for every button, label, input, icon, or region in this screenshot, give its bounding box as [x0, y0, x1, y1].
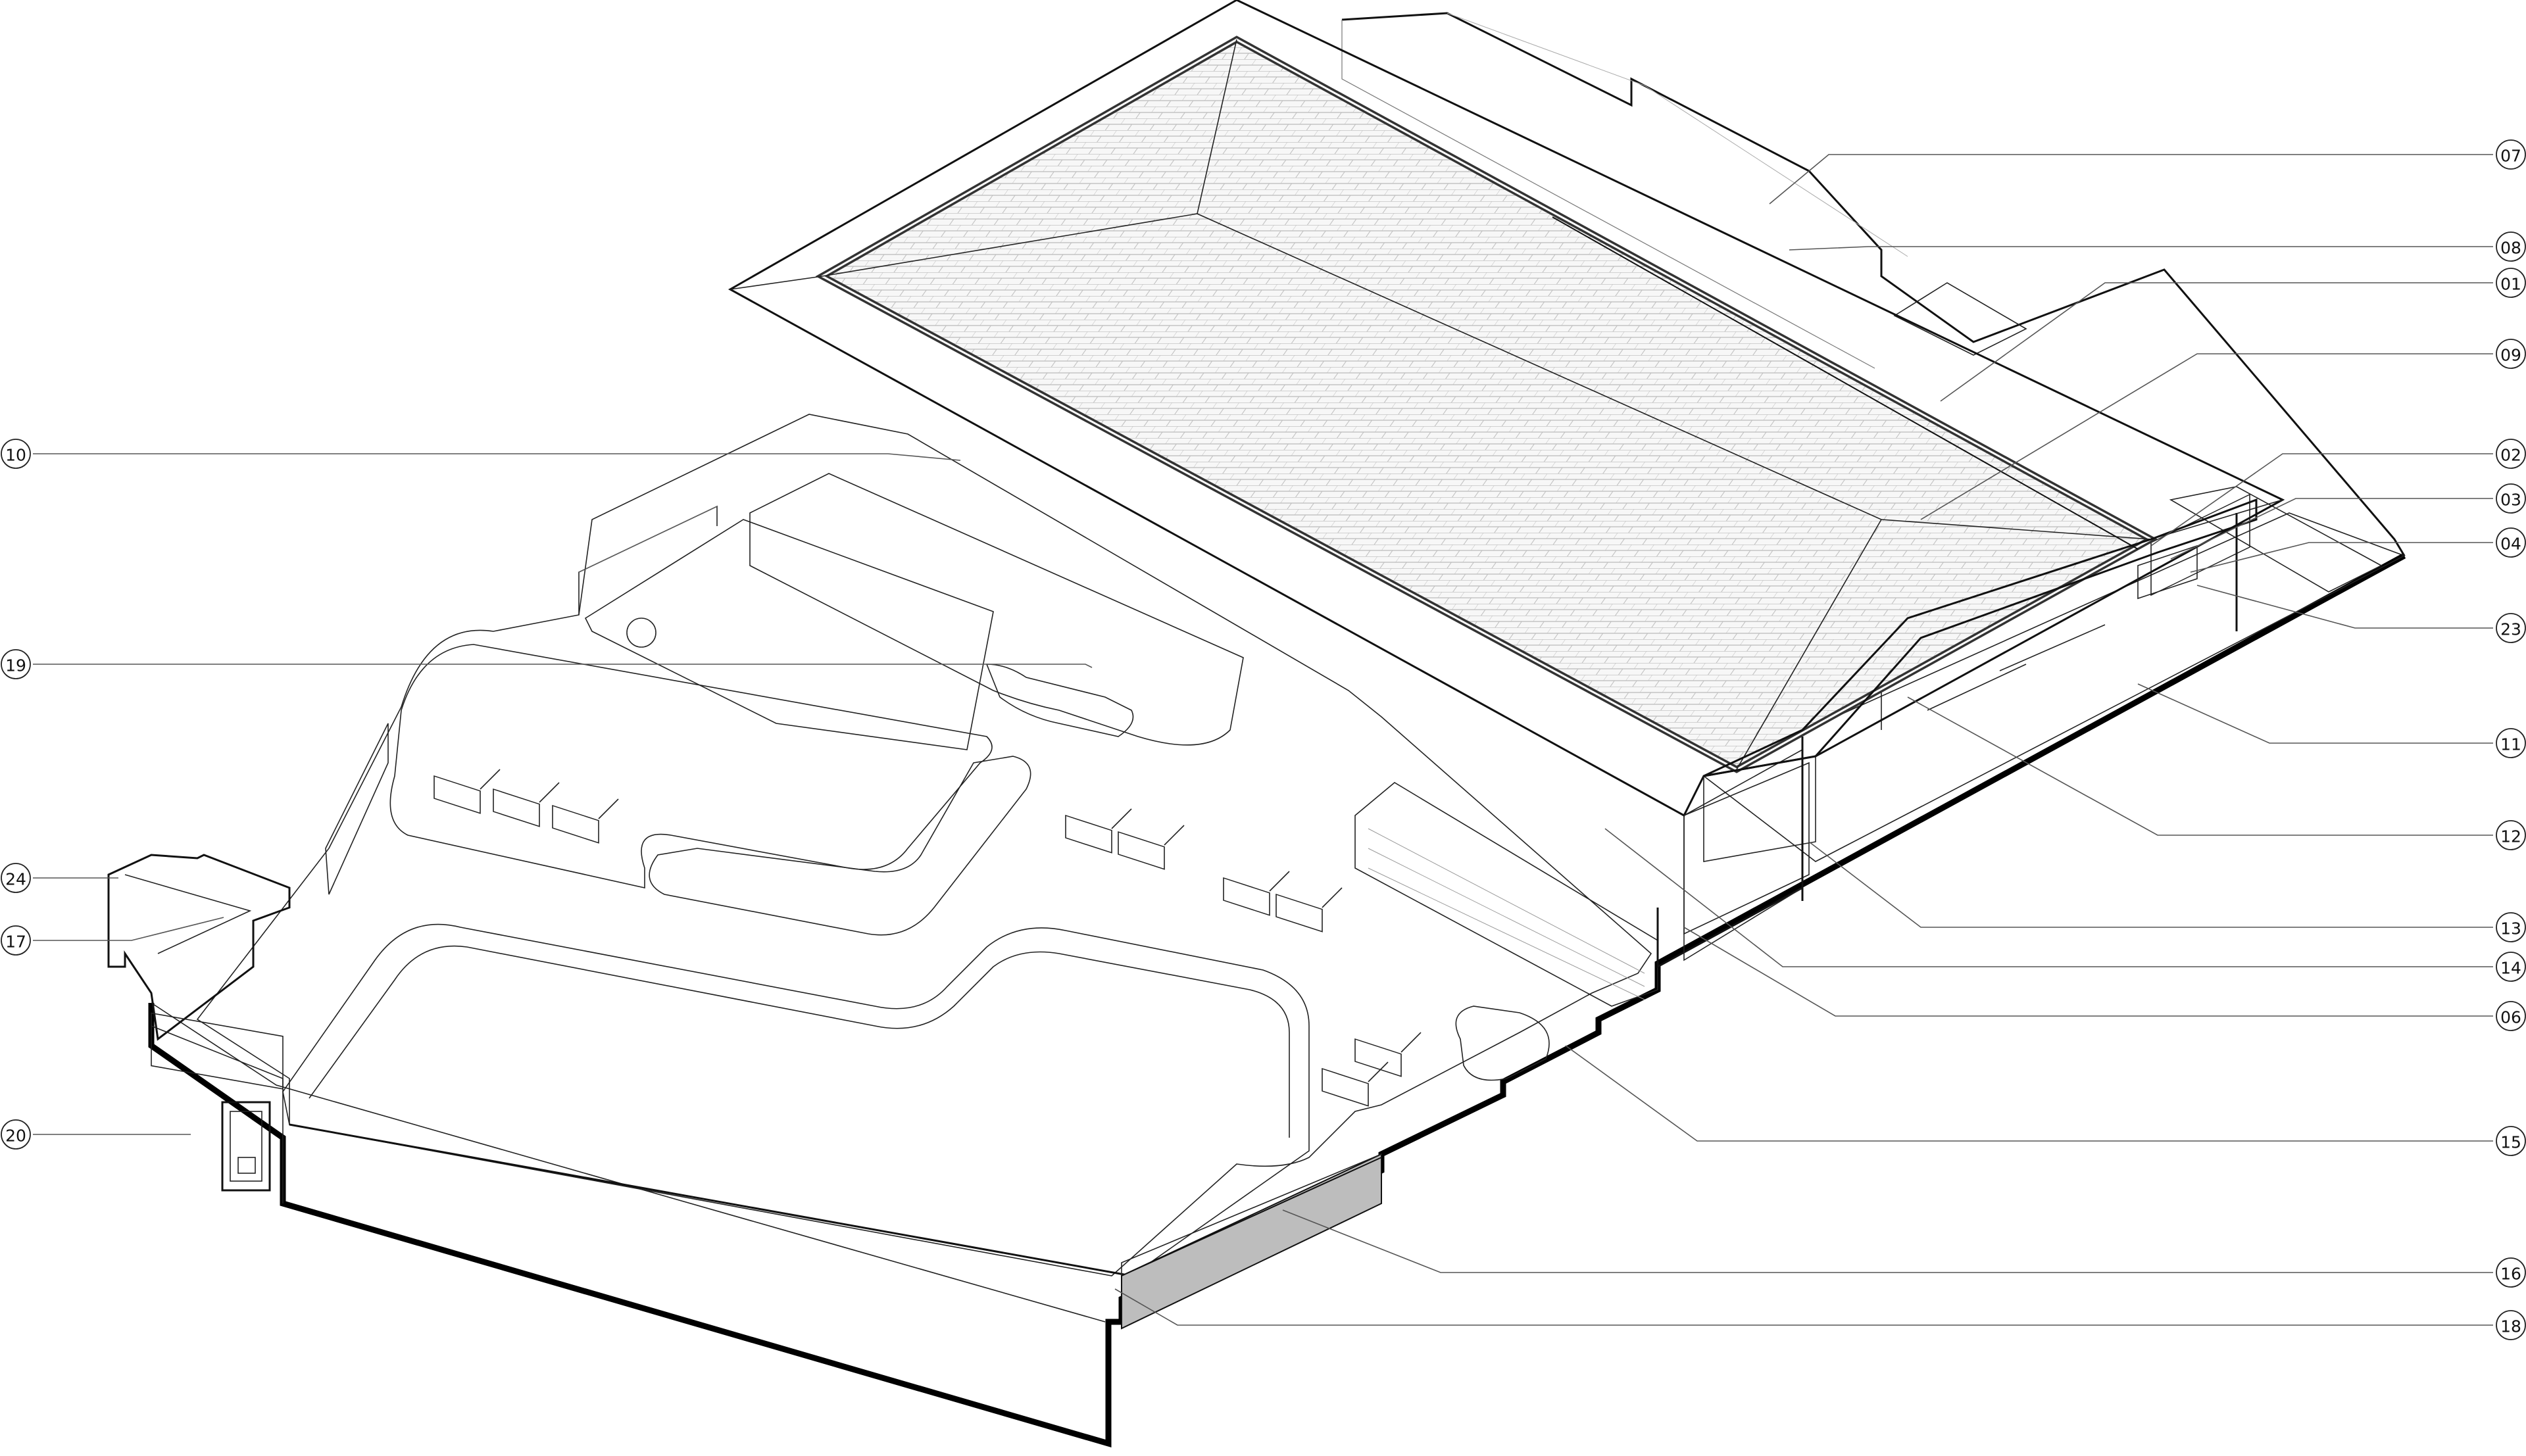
svg-text:18: 18 — [2500, 1317, 2521, 1336]
sun-loungers — [433, 769, 1422, 1107]
svg-text:08: 08 — [2500, 239, 2521, 258]
left-structure — [107, 723, 389, 1203]
callout-09: 09 — [2496, 339, 2526, 369]
section-wall — [1121, 1153, 1382, 1330]
svg-text:07: 07 — [2500, 147, 2521, 166]
back-wall — [1341, 12, 2406, 593]
svg-text:14: 14 — [2500, 959, 2521, 978]
paved-deck — [196, 414, 1652, 1276]
callout-24: 24 — [1, 863, 31, 893]
main-pool — [282, 923, 1310, 1277]
callout-08: 08 — [2496, 231, 2526, 262]
leader-lines — [33, 154, 2493, 1326]
gable-section — [1703, 498, 2258, 901]
svg-text:09: 09 — [2500, 346, 2521, 365]
callout-11: 11 — [2496, 728, 2526, 758]
callout-06: 06 — [2496, 1001, 2526, 1031]
upper-terrace — [578, 505, 994, 750]
callout-03: 03 — [2496, 483, 2526, 514]
svg-text:01: 01 — [2500, 275, 2521, 294]
svg-text:13: 13 — [2500, 919, 2521, 938]
callout-18: 18 — [2496, 1310, 2526, 1340]
callout-15: 15 — [2496, 1126, 2526, 1156]
callouts: 07 08 01 09 02 03 04 23 11 12 13 14 06 1… — [1, 139, 2526, 1340]
planters — [649, 473, 1550, 1081]
svg-text:04: 04 — [2500, 535, 2521, 554]
svg-text:24: 24 — [5, 870, 26, 889]
svg-text:19: 19 — [5, 656, 26, 675]
callout-04: 04 — [2496, 527, 2526, 558]
svg-text:03: 03 — [2500, 491, 2521, 510]
svg-text:20: 20 — [5, 1127, 26, 1146]
site-platform — [148, 553, 2406, 1447]
svg-text:11: 11 — [2500, 735, 2521, 754]
callout-12: 12 — [2496, 820, 2526, 850]
callout-01: 01 — [2496, 268, 2526, 298]
callout-07: 07 — [2496, 139, 2526, 170]
svg-text:02: 02 — [2500, 446, 2521, 465]
svg-text:10: 10 — [5, 446, 26, 465]
svg-text:17: 17 — [5, 933, 26, 952]
upper-pool — [389, 644, 993, 888]
svg-text:23: 23 — [2500, 620, 2521, 639]
roof — [728, 0, 2285, 935]
callout-02: 02 — [2496, 439, 2526, 469]
svg-text:12: 12 — [2500, 827, 2521, 846]
callout-20: 20 — [1, 1119, 31, 1150]
callout-10: 10 — [1, 439, 31, 469]
svg-text:16: 16 — [2500, 1265, 2521, 1284]
callout-19: 19 — [1, 649, 31, 679]
callout-17: 17 — [1, 925, 31, 956]
svg-text:06: 06 — [2500, 1008, 2521, 1027]
svg-text:15: 15 — [2500, 1133, 2521, 1152]
callout-13: 13 — [2496, 912, 2526, 942]
callout-14: 14 — [2496, 952, 2526, 982]
callout-16: 16 — [2496, 1257, 2526, 1288]
callout-23: 23 — [2496, 613, 2526, 643]
